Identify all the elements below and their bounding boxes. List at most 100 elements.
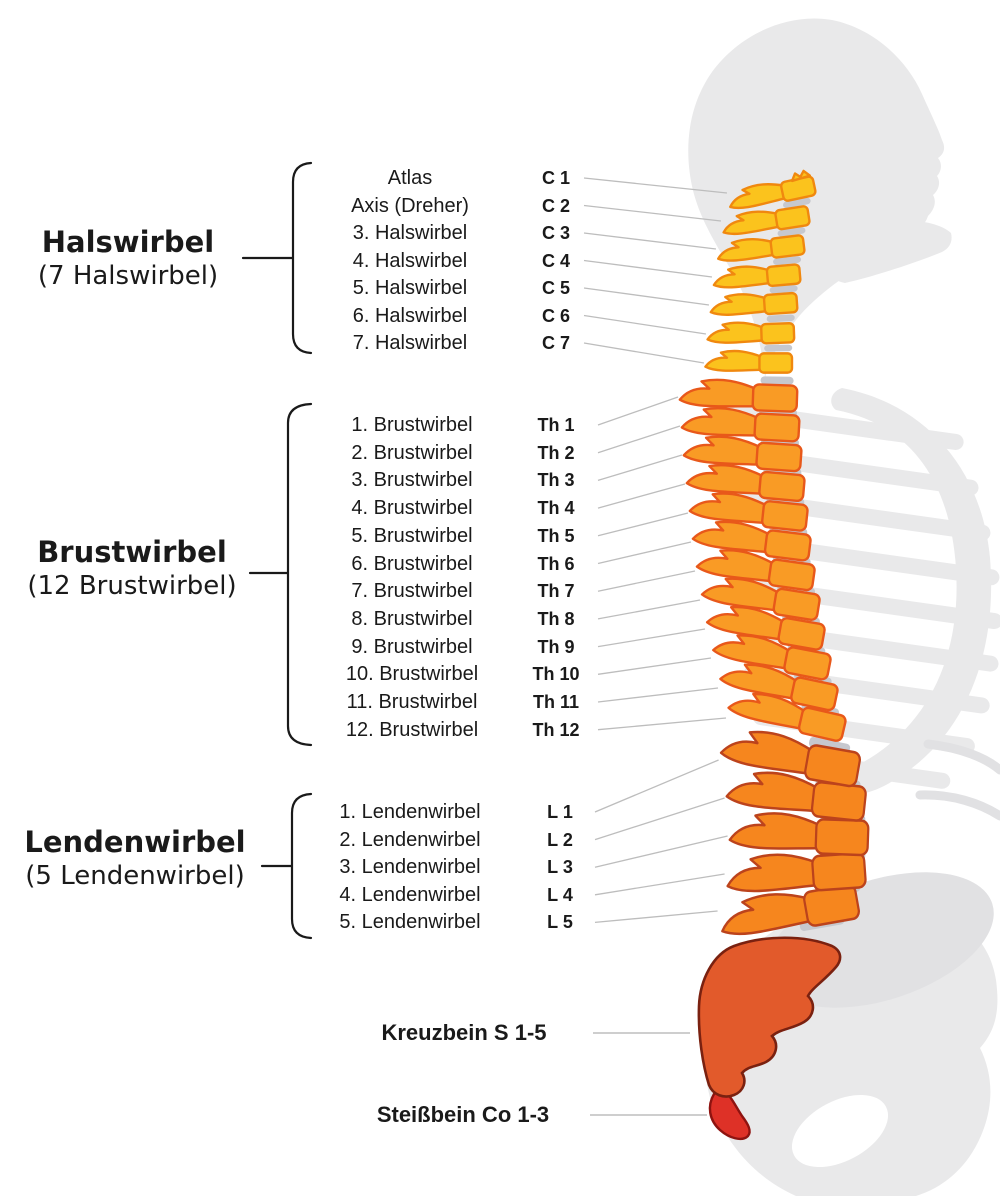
leader-line [597, 454, 683, 482]
vertebra-name: 3. Brustwirbel [351, 469, 473, 492]
heading-cervical: Halswirbel (7 Halswirbel) [0, 225, 268, 292]
vertebra-lumbar [719, 730, 861, 788]
vertebral-body [814, 818, 870, 857]
vertebra-code: Th 11 [532, 692, 580, 712]
intervertebral-disc [760, 376, 794, 385]
vertebral-body [767, 558, 816, 592]
sacrum-bone [697, 936, 842, 1098]
vertebrae [678, 169, 870, 936]
vertebral-body [762, 291, 799, 316]
vertebra-cervical [712, 263, 802, 289]
label-coccyx: Steißbein Co 1-3 [376, 1102, 550, 1127]
spinous-process [706, 321, 766, 344]
vertebra-name: 6. Brustwirbel [351, 552, 473, 575]
spinous-process [719, 730, 815, 776]
vertebra-name: 10. Brustwirbel [345, 663, 479, 686]
spinous-process [712, 634, 793, 670]
head-silhouette [688, 18, 945, 379]
vertebral-body [765, 263, 802, 288]
section-brackets [241, 161, 313, 940]
vertebral-body [790, 676, 839, 712]
vertebra-thoracic [712, 634, 832, 681]
vertebral-body [804, 744, 861, 788]
leader-lines [583, 177, 728, 1116]
vertebra-code: Th 9 [537, 636, 575, 657]
vertebra-code: C 6 [541, 305, 570, 326]
leader-line [583, 342, 705, 364]
vertebra-thoracic [680, 407, 801, 443]
spinous-process [721, 893, 814, 936]
vertebra-name: 11. Brustwirbel [346, 691, 478, 713]
vertebra-lumbar [721, 883, 860, 936]
vertebra-name: 4. Lendenwirbel [339, 883, 481, 906]
spinous-process [727, 692, 808, 731]
vertebra-name: 4. Halswirbel [352, 249, 468, 272]
spinous-process [728, 812, 823, 850]
spinous-process [719, 663, 800, 701]
vertebra-name: 6. Halswirbel [352, 304, 468, 327]
leader-line [597, 512, 689, 537]
vertebra-name: 3. Lendenwirbel [339, 856, 481, 879]
spinous-process [712, 265, 773, 289]
vertebral-body [758, 470, 806, 503]
vertebral-body [761, 500, 809, 532]
vertebra-name: Axis (Dreher) [351, 194, 469, 217]
heading-thoracic: Brustwirbel (12 Brustwirbel) [0, 537, 272, 602]
vertebra-code: L 1 [547, 802, 573, 822]
leader-line [597, 628, 706, 648]
vertebra-code: C 1 [541, 168, 570, 188]
vertebra-code: C 7 [541, 333, 570, 353]
vertebra-code: Th 12 [532, 719, 580, 740]
arm-silhouette [915, 739, 1000, 821]
spinous-process [709, 293, 770, 316]
ribcage-rim [831, 388, 992, 795]
vertebra-thoracic [688, 492, 809, 532]
vertebra-code: L 4 [547, 884, 573, 905]
leader-line [597, 541, 692, 565]
intervertebral-disc [764, 344, 793, 352]
vertebral-body [772, 587, 821, 621]
vertebra-thoracic [678, 378, 799, 413]
leader-line [597, 570, 696, 592]
vertebra-name: 5. Halswirbel [352, 277, 468, 299]
vertebra-cervical [709, 291, 799, 316]
spinous-process [688, 492, 769, 525]
vertebra-code: Th 3 [537, 470, 575, 491]
vertebra-name: 1. Brustwirbel [351, 414, 473, 436]
spinous-process [726, 853, 820, 893]
vertebra-code: Th 4 [537, 498, 575, 519]
vertebra-code: Th 1 [537, 415, 575, 435]
bracket-cervical [241, 161, 313, 355]
vertebra-code: L 3 [547, 857, 573, 878]
spinous-process [691, 520, 773, 554]
heading-lumbar-subtitle: (5 Lendenwirbel) [25, 861, 245, 891]
heading-cervical-subtitle: (7 Halswirbel) [37, 261, 219, 291]
vertebra-lumbar [726, 851, 867, 893]
leader-line [597, 483, 686, 509]
spine-column [678, 169, 870, 1141]
leader-line [597, 396, 679, 426]
pelvis-foramen-hole [791, 1094, 889, 1168]
heading-cervical-title: Halswirbel [41, 225, 215, 259]
vertebra-code: Th 10 [532, 664, 580, 685]
intervertebral-disc [769, 285, 798, 294]
vertebral-body [755, 441, 803, 473]
leader-line [583, 259, 713, 278]
vertebra-name: 3. Halswirbel [352, 222, 468, 244]
vertebra-name: 5. Brustwirbel [351, 524, 473, 547]
vertebra-name: 7. Halswirbel [352, 332, 468, 354]
leader-line [583, 287, 710, 306]
vertebral-body [797, 706, 847, 742]
leader-line [594, 759, 719, 813]
bracket-thoracic [248, 402, 313, 747]
leader-line [597, 717, 727, 731]
vertebra-cervical [704, 349, 794, 374]
vertebral-body [751, 383, 799, 413]
vertebra-name: 8. Brustwirbel [351, 607, 473, 630]
vertebral-body [769, 234, 806, 259]
leader-line [583, 232, 717, 250]
heading-lumbar-title: Lendenwirbel [24, 825, 246, 859]
vertebra-name: 4. Brustwirbel [351, 497, 473, 520]
vertebral-body [810, 781, 867, 822]
